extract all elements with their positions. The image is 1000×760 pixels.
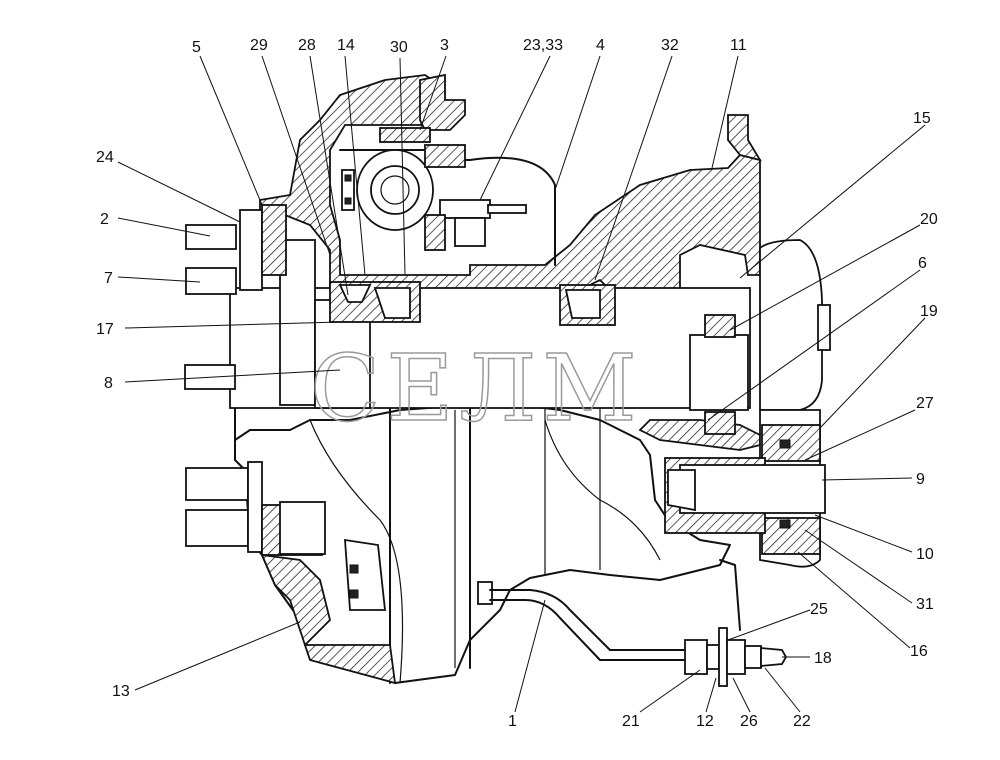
callout-2: 2	[100, 211, 109, 228]
upper-housing-section	[259, 74, 761, 301]
callout-26: 26	[740, 713, 758, 730]
callout-4: 4	[596, 37, 605, 54]
main-shaft	[184, 239, 751, 435]
callout-8: 8	[104, 375, 113, 392]
callout-17: 17	[96, 321, 114, 338]
top-cover	[419, 73, 466, 131]
left-flange	[185, 204, 331, 647]
pulley	[759, 239, 831, 568]
callout-7: 7	[104, 270, 113, 287]
callout-15: 15	[913, 110, 931, 127]
callout-6: 6	[918, 255, 927, 272]
callout-28: 28	[298, 37, 316, 54]
callout-24: 24	[96, 149, 114, 166]
callout-1: 1	[508, 713, 517, 730]
callout-18: 18	[814, 650, 832, 667]
secondary-shaft	[664, 457, 826, 534]
callout-12: 12	[696, 713, 714, 730]
callout-14: 14	[337, 37, 355, 54]
callout-29: 29	[250, 37, 268, 54]
callout-23-33: 23,33	[523, 37, 563, 54]
watermark: СЕЛМ	[310, 335, 643, 442]
callout-21: 21	[622, 713, 640, 730]
callout-11: 11	[730, 37, 747, 54]
leader-lines	[117, 55, 926, 713]
callout-27: 27	[916, 395, 934, 412]
callout-3: 3	[440, 37, 449, 54]
callout-25: 25	[810, 601, 828, 618]
callout-13: 13	[112, 683, 130, 700]
callout-32: 32	[661, 37, 679, 54]
callout-30: 30	[390, 39, 408, 56]
cam-bearing-assembly	[339, 127, 556, 266]
callout-31: 31	[916, 596, 934, 613]
oil-pipe	[477, 559, 788, 687]
callout-19: 19	[920, 303, 938, 320]
callout-5: 5	[192, 39, 201, 56]
lower-housing-section	[638, 419, 761, 451]
callout-20: 20	[920, 211, 938, 228]
callout-16: 16	[910, 643, 928, 660]
lower-seal	[303, 538, 397, 685]
callout-10: 10	[916, 546, 934, 563]
callout-22: 22	[793, 713, 811, 730]
callout-9: 9	[916, 471, 925, 488]
callouts: 5 29 28 14 30 3 23,33 4 32 11 15 24 2 7 …	[96, 37, 938, 730]
